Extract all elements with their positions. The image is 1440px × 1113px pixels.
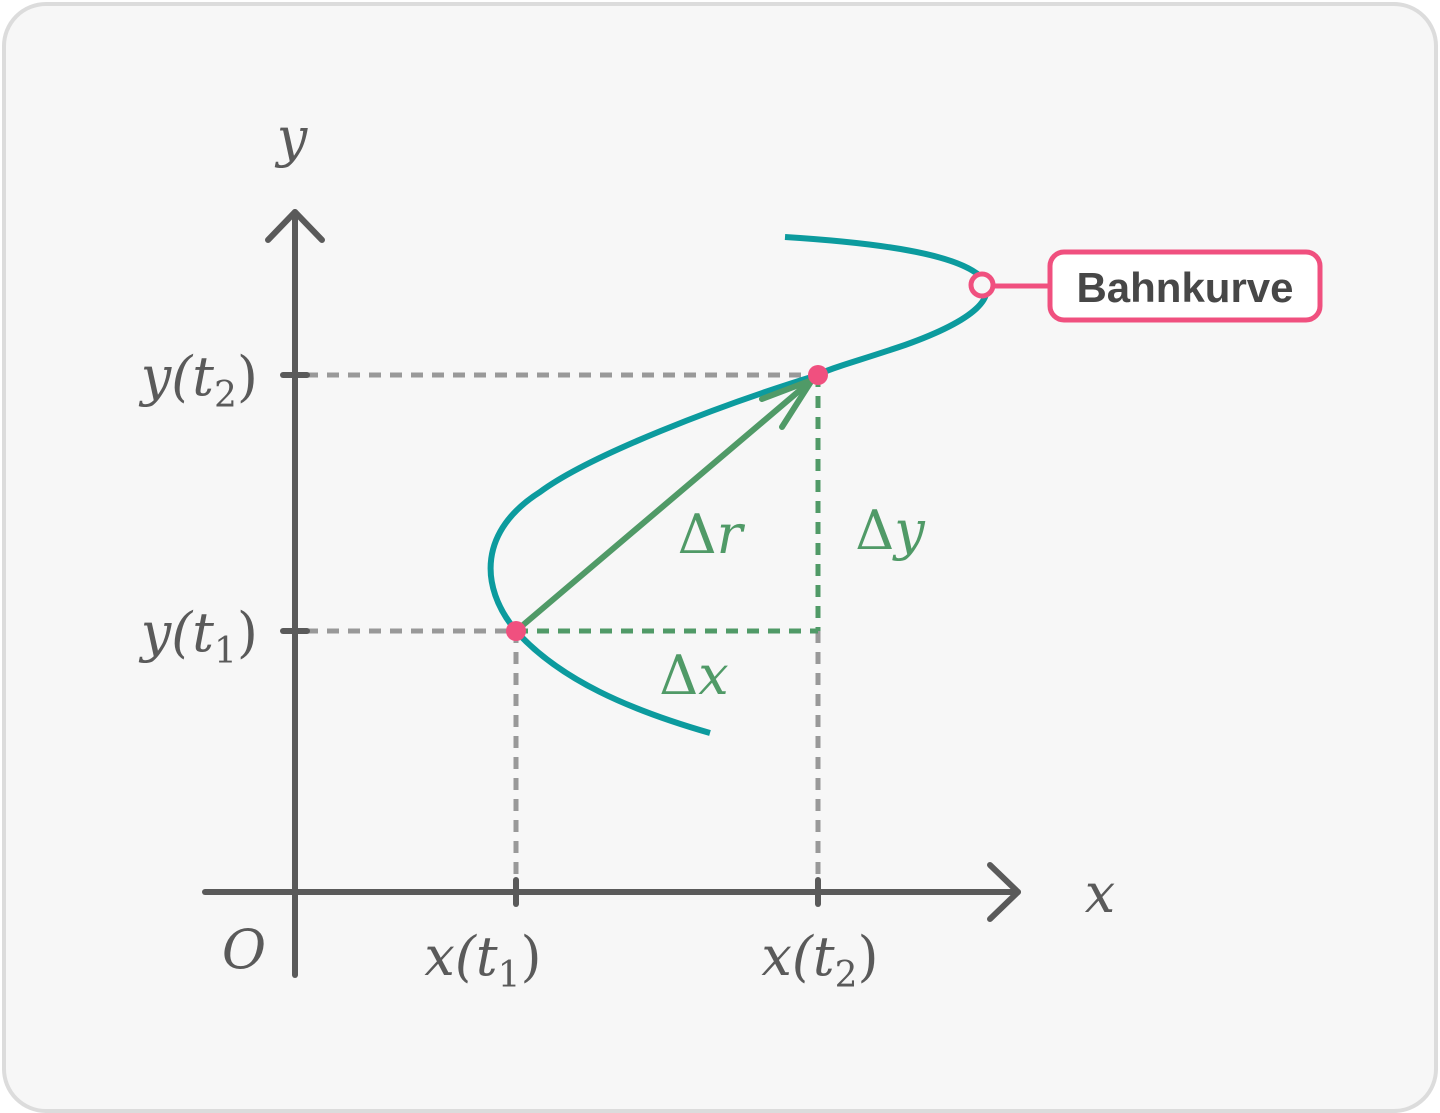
delta-r-line: [513, 377, 815, 634]
tick-label-x-t1: x(t1): [424, 925, 541, 996]
trajectory-curve: [487, 234, 990, 736]
origin-label: O: [222, 918, 266, 981]
point-t1: [506, 621, 526, 641]
tick-label-y-t1: y(t1): [139, 601, 258, 672]
guide-lines: [306, 372, 821, 892]
delta-r-label: Δr: [678, 503, 746, 566]
delta-lines: [516, 375, 821, 634]
tick-label-y-t2: y(t2): [139, 345, 258, 416]
delta-y-label: Δy: [855, 499, 926, 562]
callout-box: [1047, 249, 1323, 323]
callout-label: Bahnkurve: [1076, 264, 1293, 311]
delta-x-label: Δx: [659, 644, 728, 707]
x-axis-arrowhead: [987, 862, 1021, 922]
y-axis-arrowhead: [265, 209, 325, 243]
point-t2: [808, 365, 828, 385]
axes: [202, 209, 1021, 978]
tick-label-x-t2: x(t2): [761, 925, 878, 996]
callout: Bahnkurve: [968, 249, 1323, 323]
delta-r-vector: [513, 377, 815, 634]
x-axis-label: x: [1085, 862, 1115, 925]
callout-marker: [968, 271, 996, 299]
y-axis-label: y: [275, 106, 309, 169]
